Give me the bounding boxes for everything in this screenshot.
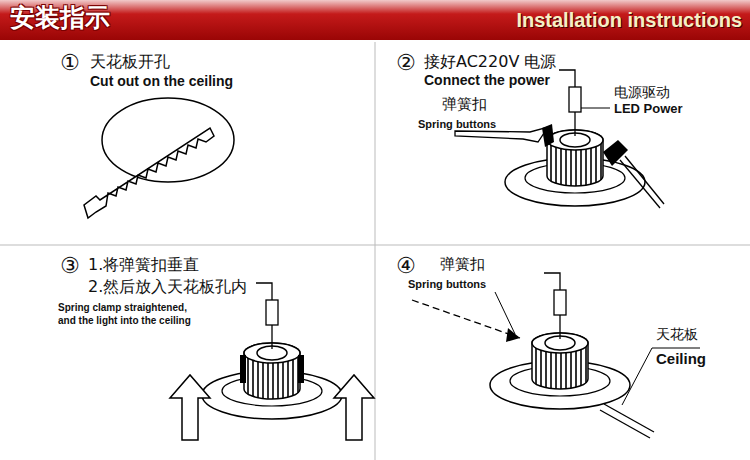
part-label: 电源驱动 [614,84,670,100]
part-label: Spring buttons [408,278,486,291]
step-text: Connect the power [424,72,550,88]
step-number: ② [396,50,416,75]
part-label: LED Power [614,102,683,117]
step-text: 1.将弹簧扣垂直 [88,256,199,274]
header-subtitle: Installation instructions [516,9,742,32]
part-label: 天花板 [656,326,698,342]
step-number: ① [60,50,80,75]
part-label: Spring buttons [418,118,496,131]
header-title: 安装指示 [10,4,110,33]
step-text: and the light into the ceiling [58,315,191,327]
step-text: Cut out on the ceiling [90,73,233,89]
part-label: 弹簧扣 [440,256,485,273]
step-text: Spring clamp straightened, [58,302,187,314]
part-label: Ceiling [656,350,706,367]
step-number: ③ [60,253,80,278]
step-text: 2.然后放入天花板孔内 [88,278,247,296]
step-text: 接好AC220V 电源 [424,53,556,71]
step-number: ④ [396,253,416,278]
part-label: 弹簧扣 [442,96,487,113]
step-text: 天花板开孔 [90,53,170,71]
